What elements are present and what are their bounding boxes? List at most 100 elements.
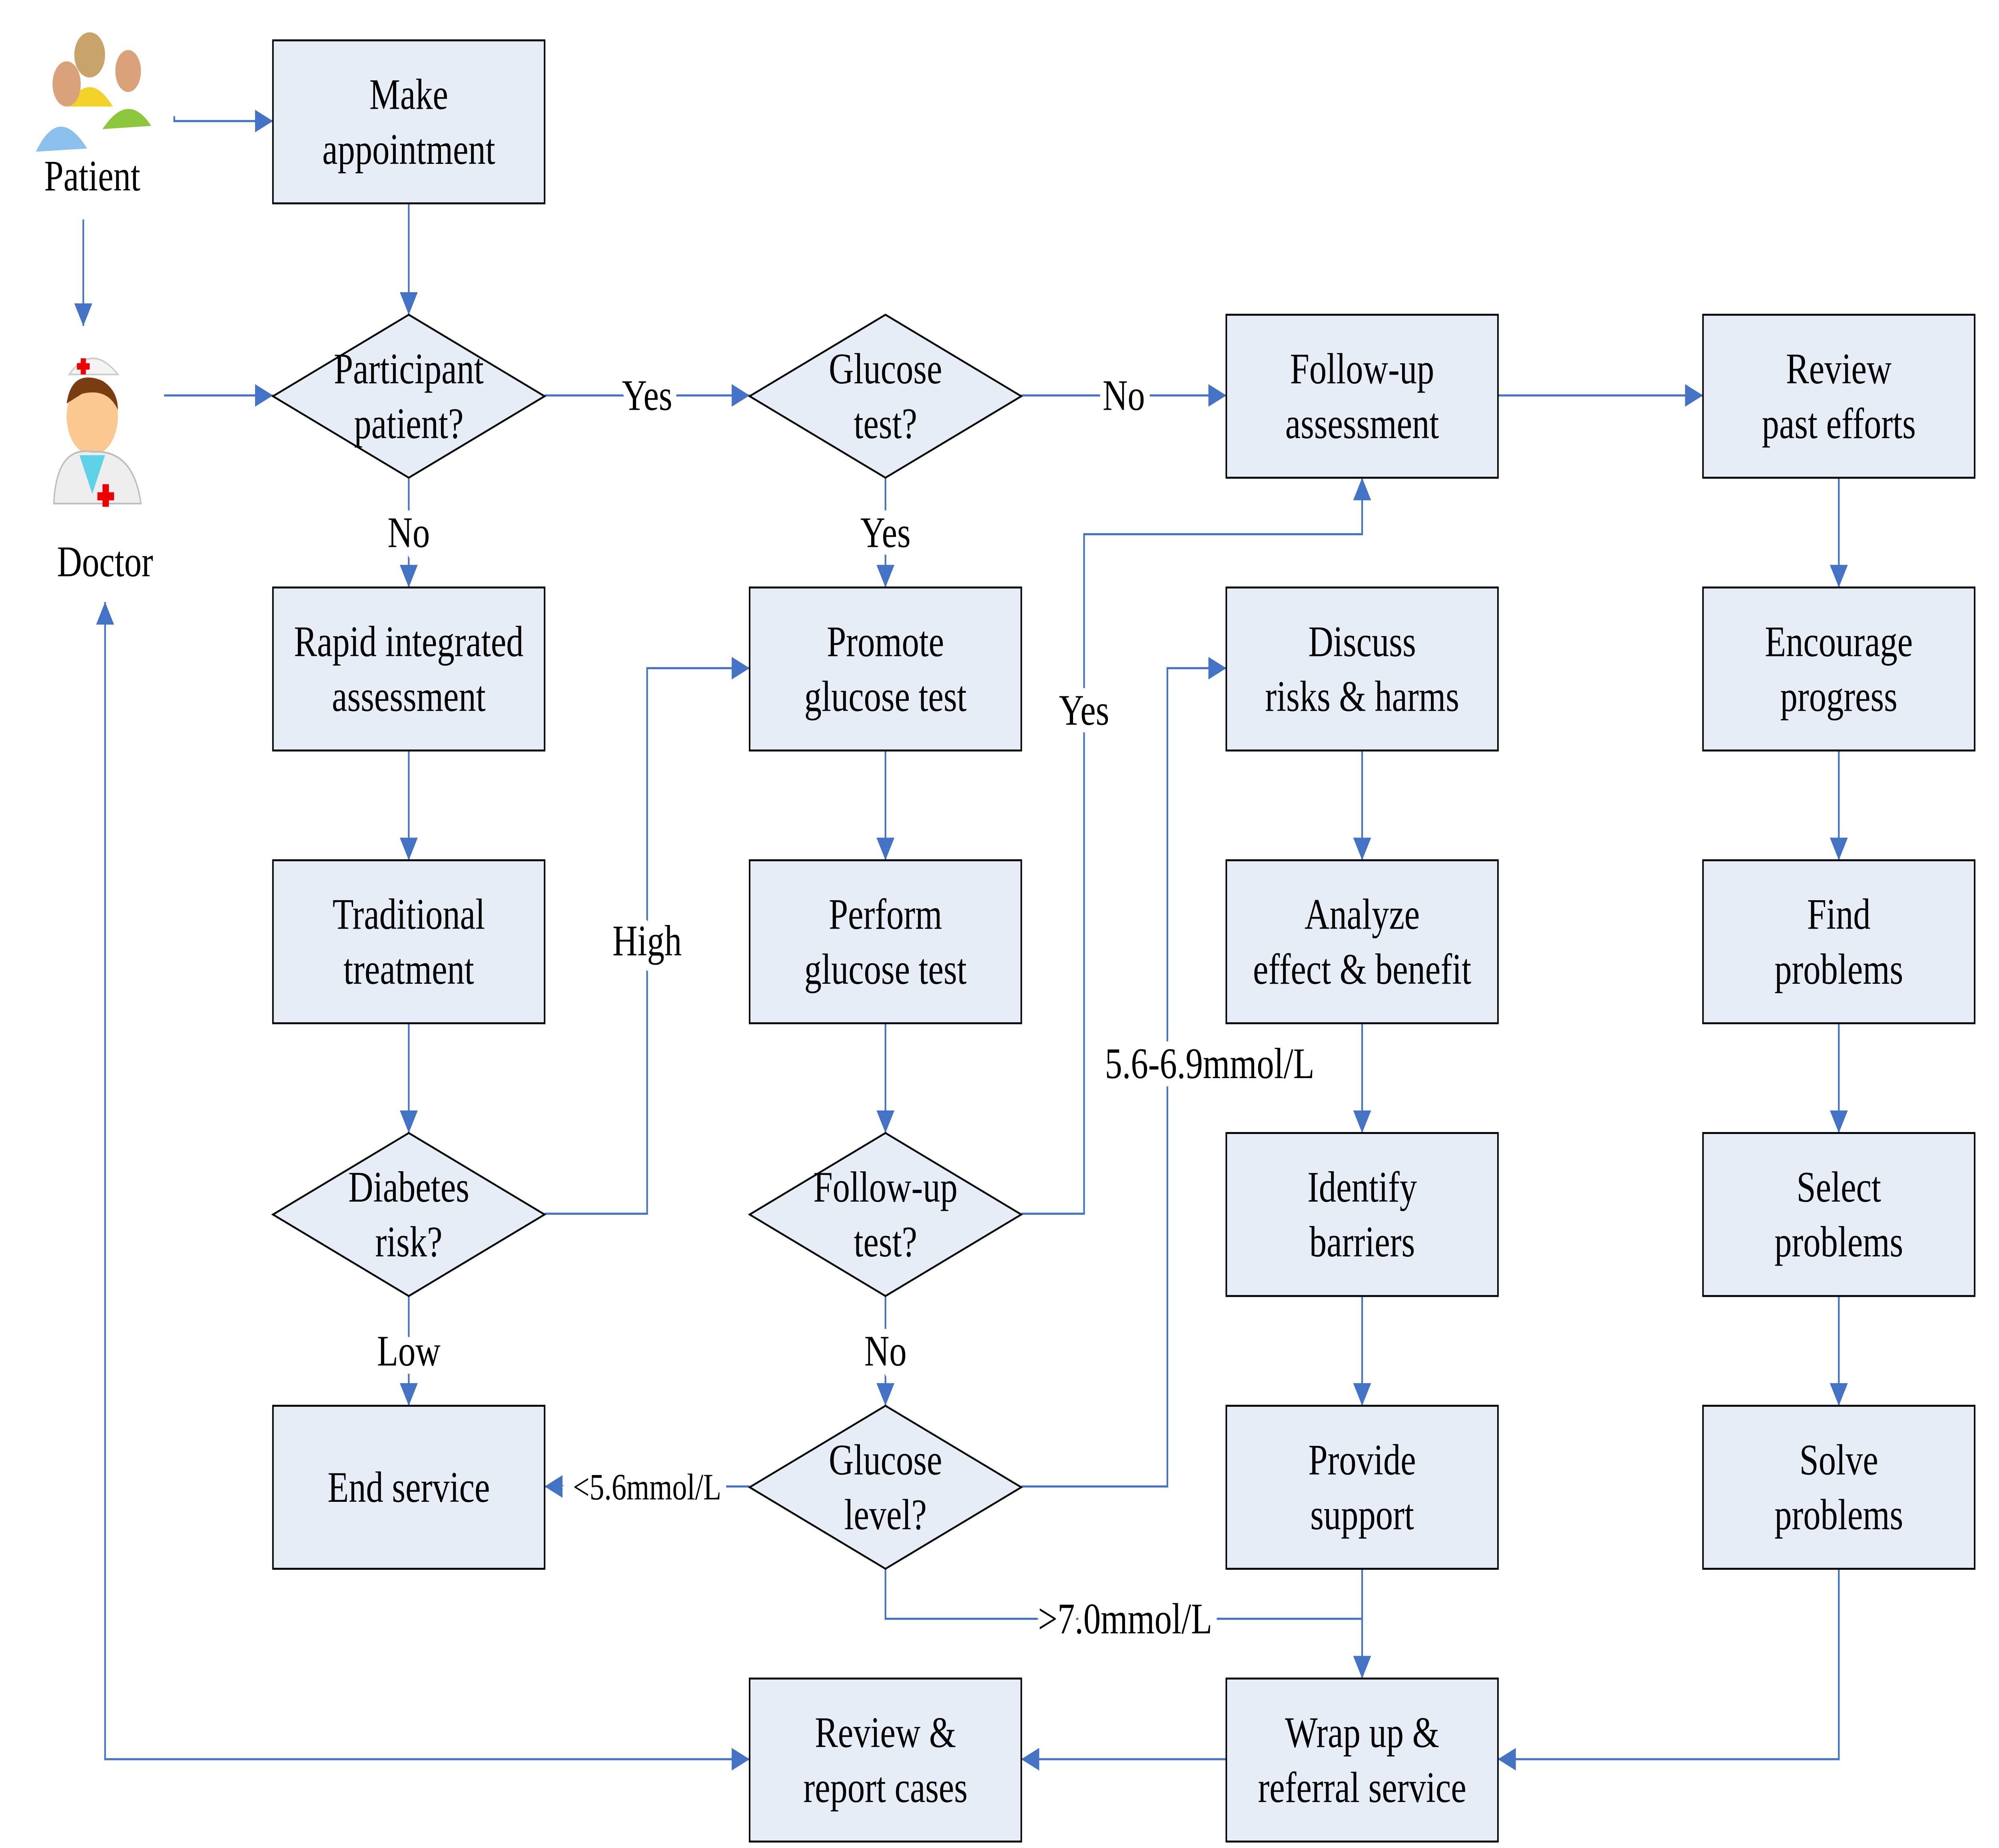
label-participant-yes: Yes bbox=[622, 371, 672, 420]
process-review-report: Review & report cases bbox=[749, 1677, 1022, 1843]
node-label-line: test? bbox=[854, 1218, 917, 1266]
node-label-line: Promote bbox=[827, 618, 944, 666]
label-glucose-test-yes: Yes bbox=[860, 508, 911, 557]
node-label: End service bbox=[327, 1463, 490, 1512]
label-followup-no: No bbox=[864, 1327, 907, 1375]
decision-diamond bbox=[748, 1132, 1023, 1297]
node-label-line: Perform bbox=[829, 890, 942, 939]
decision-diamond bbox=[748, 1405, 1023, 1570]
doctor-label: Doctor bbox=[57, 538, 153, 586]
node-label-line: report cases bbox=[803, 1764, 968, 1812]
process-box bbox=[1225, 1405, 1499, 1570]
patient-label: Patient bbox=[44, 152, 140, 200]
node-label-line: risk? bbox=[375, 1218, 442, 1266]
node-label-line: barriers bbox=[1309, 1218, 1415, 1266]
node-label-line: Solve bbox=[1799, 1436, 1878, 1484]
process-identify-barriers: Identify barriers bbox=[1225, 1132, 1499, 1297]
node-label-line: Encourage bbox=[1765, 618, 1913, 666]
node-label-line: effect & benefit bbox=[1253, 945, 1471, 994]
node-label-line: referral service bbox=[1258, 1764, 1466, 1812]
node-label-line: Review & bbox=[815, 1708, 956, 1757]
decision-diamond bbox=[748, 313, 1023, 479]
edge-patient-to-appointment bbox=[173, 110, 273, 133]
connectors bbox=[74, 110, 1848, 1771]
node-label-line: Find bbox=[1807, 890, 1871, 939]
edge-level-high bbox=[884, 1569, 1363, 1620]
node-label-line: glucose test bbox=[804, 945, 967, 994]
decision-diamond bbox=[271, 1132, 547, 1297]
node-label-line: risks & harms bbox=[1265, 672, 1459, 721]
node-label-line: Identify bbox=[1307, 1163, 1417, 1212]
edge-review-to-doctor bbox=[96, 602, 750, 1771]
process-box bbox=[749, 586, 1022, 752]
process-box bbox=[1702, 586, 1976, 752]
label-glucose-test-no: No bbox=[1103, 371, 1145, 420]
label-level-low: <5.6mmol/L bbox=[573, 1467, 721, 1508]
label-diabetes-high: High bbox=[612, 917, 682, 965]
node-label: Encourage progress bbox=[1765, 618, 1913, 721]
node-label-line: Select bbox=[1797, 1163, 1881, 1212]
label-level-high: >7.0mmol/L bbox=[1038, 1595, 1212, 1643]
process-box bbox=[272, 39, 546, 205]
node-label-line: Analyze bbox=[1305, 890, 1420, 939]
node-label: Analyze effect & benefit bbox=[1253, 890, 1471, 993]
process-discuss-risks: Discuss risks & harms bbox=[1225, 586, 1499, 752]
node-label-line: Wrap up & bbox=[1285, 1708, 1439, 1757]
node-label: Wrap up & referral service bbox=[1258, 1708, 1466, 1812]
decision-diamond bbox=[271, 313, 547, 479]
node-label: Review & report cases bbox=[803, 1708, 968, 1812]
node-label-line: past efforts bbox=[1762, 400, 1916, 448]
label-diabetes-low: Low bbox=[377, 1327, 441, 1375]
node-label: Provide support bbox=[1308, 1436, 1416, 1539]
label-level-mid: 5.6-6.9mmol/L bbox=[1105, 1040, 1315, 1088]
process-perform-glucose-test: Perform glucose test bbox=[749, 859, 1022, 1025]
process-box bbox=[1702, 1132, 1976, 1297]
process-analyze-effect: Analyze effect & benefit bbox=[1225, 859, 1499, 1025]
process-wrap-up: Wrap up & referral service bbox=[1225, 1677, 1499, 1843]
edge-labels: Yes No No Yes High Low Yes No <5.6mmol/L… bbox=[370, 364, 1321, 1650]
node-label-line: Diabetes bbox=[348, 1163, 469, 1212]
node-label-line: End service bbox=[327, 1463, 490, 1512]
node-label-line: Rapid integrated bbox=[294, 618, 523, 666]
process-box bbox=[1702, 313, 1976, 479]
process-box bbox=[272, 586, 546, 752]
node-label: Perform glucose test bbox=[804, 890, 967, 993]
node-label: Identify barriers bbox=[1307, 1163, 1417, 1266]
process-box bbox=[1225, 859, 1499, 1025]
process-provide-support: Provide support bbox=[1225, 1405, 1499, 1570]
node-label-line: patient? bbox=[354, 400, 464, 448]
node-label-line: Provide bbox=[1308, 1436, 1416, 1484]
node-label-line: test? bbox=[854, 400, 917, 448]
node-label-line: problems bbox=[1774, 1491, 1903, 1539]
node-label-line: Glucose bbox=[829, 345, 942, 393]
node-label-line: progress bbox=[1780, 672, 1897, 721]
process-promote-glucose-test: Promote glucose test bbox=[749, 586, 1022, 752]
node-label-line: glucose test bbox=[804, 672, 967, 721]
edge-followup-yes bbox=[1021, 478, 1371, 1215]
node-label-line: assessment bbox=[1285, 400, 1439, 448]
process-box bbox=[272, 1405, 546, 1570]
node-label: Diabetes risk? bbox=[348, 1163, 469, 1266]
label-followup-yes: Yes bbox=[1059, 686, 1109, 734]
doctor-actor: Doctor bbox=[53, 357, 153, 586]
node-label-line: Discuss bbox=[1308, 618, 1416, 666]
node-label-line: support bbox=[1310, 1491, 1414, 1539]
